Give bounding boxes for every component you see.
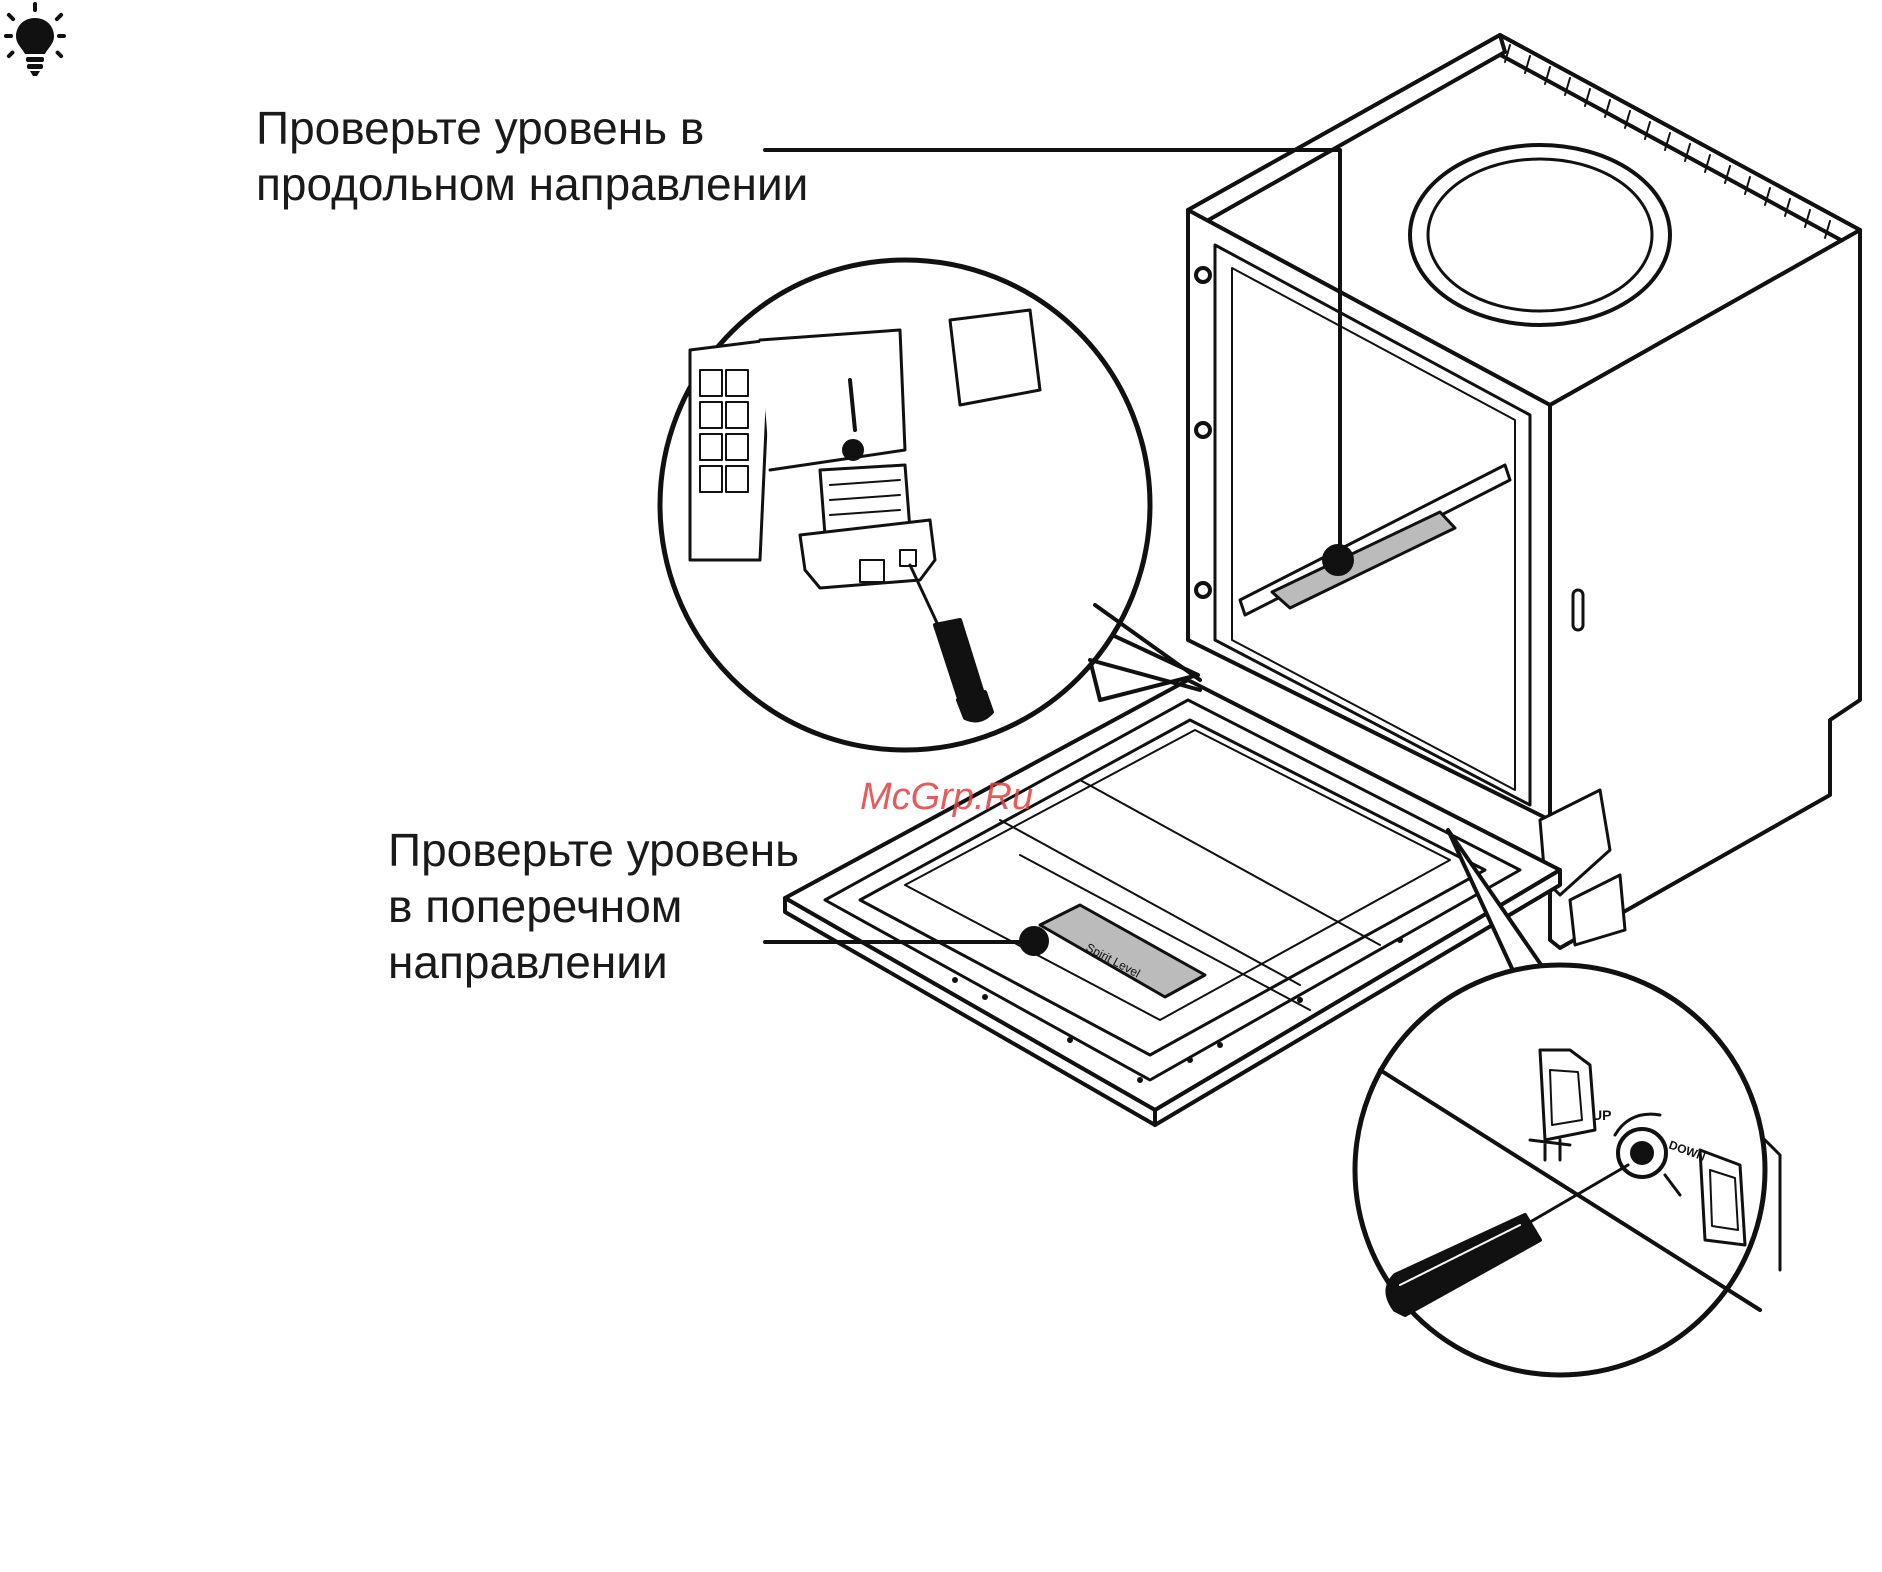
callout-longitudinal: Проверьте уровень в продольном направлен…	[256, 100, 808, 212]
callout-transverse-line3: направлении	[388, 934, 799, 990]
callout-transverse: Проверьте уровень в поперечном направлен…	[388, 822, 799, 990]
lightbulb-icon	[0, 0, 70, 80]
callout-longitudinal-line2: продольном направлении	[256, 156, 808, 212]
up-label: UP	[1592, 1107, 1611, 1123]
zoom-circle-foot	[660, 260, 1200, 750]
callout-longitudinal-line1: Проверьте уровень в	[256, 100, 808, 156]
watermark: McGrp.Ru	[860, 776, 1033, 819]
callout-transverse-line1: Проверьте уровень	[388, 822, 799, 878]
callout-transverse-line2: в поперечном	[388, 878, 799, 934]
